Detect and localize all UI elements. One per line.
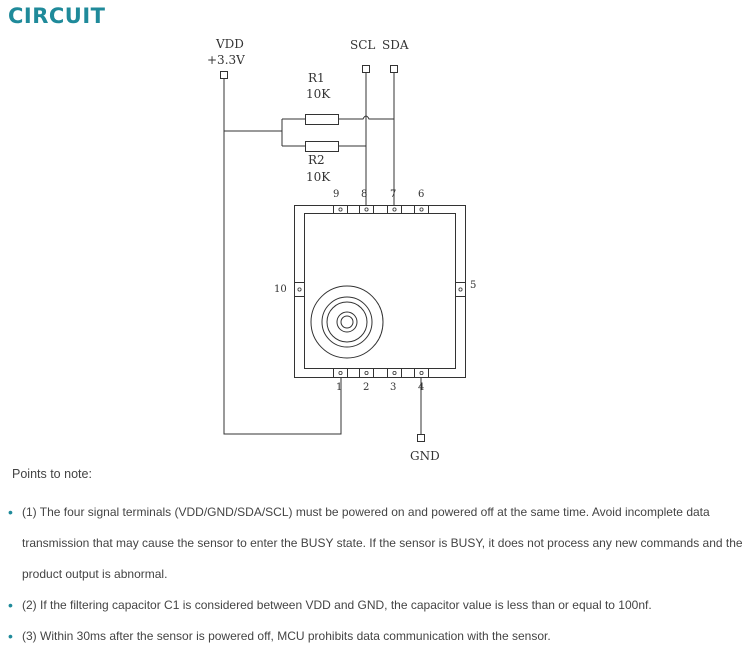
vdd-wire <box>223 78 342 435</box>
pin-3-pad <box>387 368 402 378</box>
r1-value-label: 10K <box>306 87 331 101</box>
r2-name-label: R2 <box>308 153 325 167</box>
pin-6-pad <box>414 205 429 214</box>
note-text: (2) If the filtering capacitor C1 is con… <box>22 598 652 612</box>
pin-8-label: 8 <box>361 189 367 200</box>
pin-4-pad <box>414 368 429 378</box>
pin-4-label: 4 <box>418 382 424 393</box>
scl-terminal <box>362 65 370 73</box>
pin-2-label: 2 <box>363 382 369 393</box>
pin-5-pad <box>455 282 466 297</box>
r2-value-label: 10K <box>306 170 331 184</box>
sensor-port-ring-1 <box>321 296 373 348</box>
note-item: • (2) If the filtering capacitor C1 is c… <box>8 590 748 621</box>
sda-terminal <box>390 65 398 73</box>
pin-7-pad <box>387 205 402 214</box>
sda-label: SDA <box>382 38 409 52</box>
resistor-r2 <box>305 141 339 152</box>
pin-9-label: 9 <box>333 189 339 200</box>
pin-9-pad <box>333 205 348 214</box>
pin-8-pad <box>359 205 374 214</box>
pin-10-pad <box>294 282 305 297</box>
pin-7-label: 7 <box>390 189 396 200</box>
pin-1-label: 1 <box>336 382 342 393</box>
sensor-port-ring-3 <box>336 311 358 333</box>
r1-name-label: R1 <box>308 71 325 85</box>
sensor-inner-body <box>304 213 456 369</box>
scl-label: SCL <box>350 38 375 52</box>
pin-10-label: 10 <box>274 284 287 295</box>
note-item: • (3) Within 30ms after the sensor is po… <box>8 621 748 652</box>
note-item: • (1) The four signal terminals (VDD/GND… <box>8 497 748 590</box>
vdd-terminal <box>220 71 228 79</box>
pin-6-label: 6 <box>418 189 424 200</box>
gnd-terminal <box>417 434 425 442</box>
vdd-voltage-label: +3.3V <box>207 53 245 67</box>
sensor-port-outer <box>310 285 384 359</box>
sensor-outer-body <box>294 205 466 378</box>
note-text: (1) The four signal terminals (VDD/GND/S… <box>22 505 743 581</box>
note-text: (3) Within 30ms after the sensor is powe… <box>22 629 551 643</box>
pin-5-label: 5 <box>470 280 476 291</box>
circuit-diagram: VDD +3.3V SCL SDA R1 10K R2 10K GND 9 8 … <box>207 37 476 463</box>
bullet-icon: • <box>8 597 13 613</box>
pin-1-pad <box>333 368 348 378</box>
pin-2-pad <box>359 368 374 378</box>
pin-3-label: 3 <box>390 382 396 393</box>
notes-list: • (1) The four signal terminals (VDD/GND… <box>8 497 748 652</box>
section-title: CIRCUIT <box>8 4 106 28</box>
gnd-label: GND <box>410 449 440 463</box>
sensor-port-ring-4 <box>340 315 354 329</box>
vdd-label: VDD <box>215 37 244 51</box>
sensor-port-ring-2 <box>326 301 368 343</box>
bullet-icon: • <box>8 628 13 644</box>
bullet-icon: • <box>8 504 13 520</box>
notes-heading: Points to note: <box>12 467 92 481</box>
resistor-r1 <box>305 114 339 125</box>
